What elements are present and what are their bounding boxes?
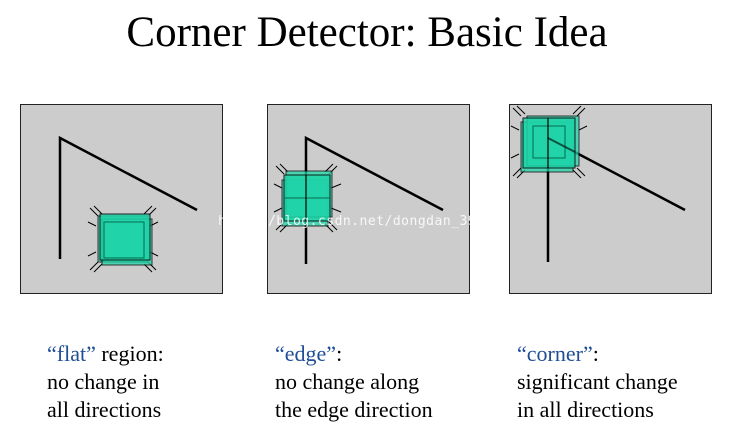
flat-caption: “flat” region: no change in all directio… <box>47 340 164 424</box>
corner-caption-line3: in all directions <box>517 397 654 422</box>
corner-keyword: “corner” <box>517 341 593 366</box>
edge-panel <box>267 104 470 294</box>
detector-window <box>87 205 159 273</box>
corner-caption-line2: significant change <box>517 369 678 394</box>
flat-keyword: “flat” <box>47 341 96 366</box>
edge-caption-line2: no change along <box>275 369 420 394</box>
flat-caption-line3: all directions <box>47 397 162 422</box>
corner-shape <box>58 135 198 259</box>
edge-caption-line3: the edge direction <box>275 397 433 422</box>
flat-region-diagram <box>20 104 223 294</box>
corner-panel <box>509 104 712 294</box>
corner-caption-line1: “corner”: <box>517 340 678 368</box>
flat-caption-line2: no change in <box>47 369 160 394</box>
edge-caption-line1: “edge”: <box>275 340 433 368</box>
edge-keyword: “edge” <box>275 341 337 366</box>
flat-caption-rest: region: <box>95 341 164 366</box>
detector-window <box>510 105 588 179</box>
edge-caption: “edge”: no change along the edge directi… <box>275 340 433 424</box>
flat-region-panel <box>20 104 223 294</box>
corner-caption: “corner”: significant change in all dire… <box>517 340 678 424</box>
flat-caption-line1: “flat” region: <box>47 340 164 368</box>
edge-diagram <box>267 104 470 294</box>
corner-caption-rest: : <box>592 341 599 366</box>
edge-caption-rest: : <box>336 341 343 366</box>
page-title: Corner Detector: Basic Idea <box>126 9 608 56</box>
panel-background <box>267 104 470 294</box>
corner-diagram <box>509 104 712 294</box>
detector-window <box>273 163 342 233</box>
